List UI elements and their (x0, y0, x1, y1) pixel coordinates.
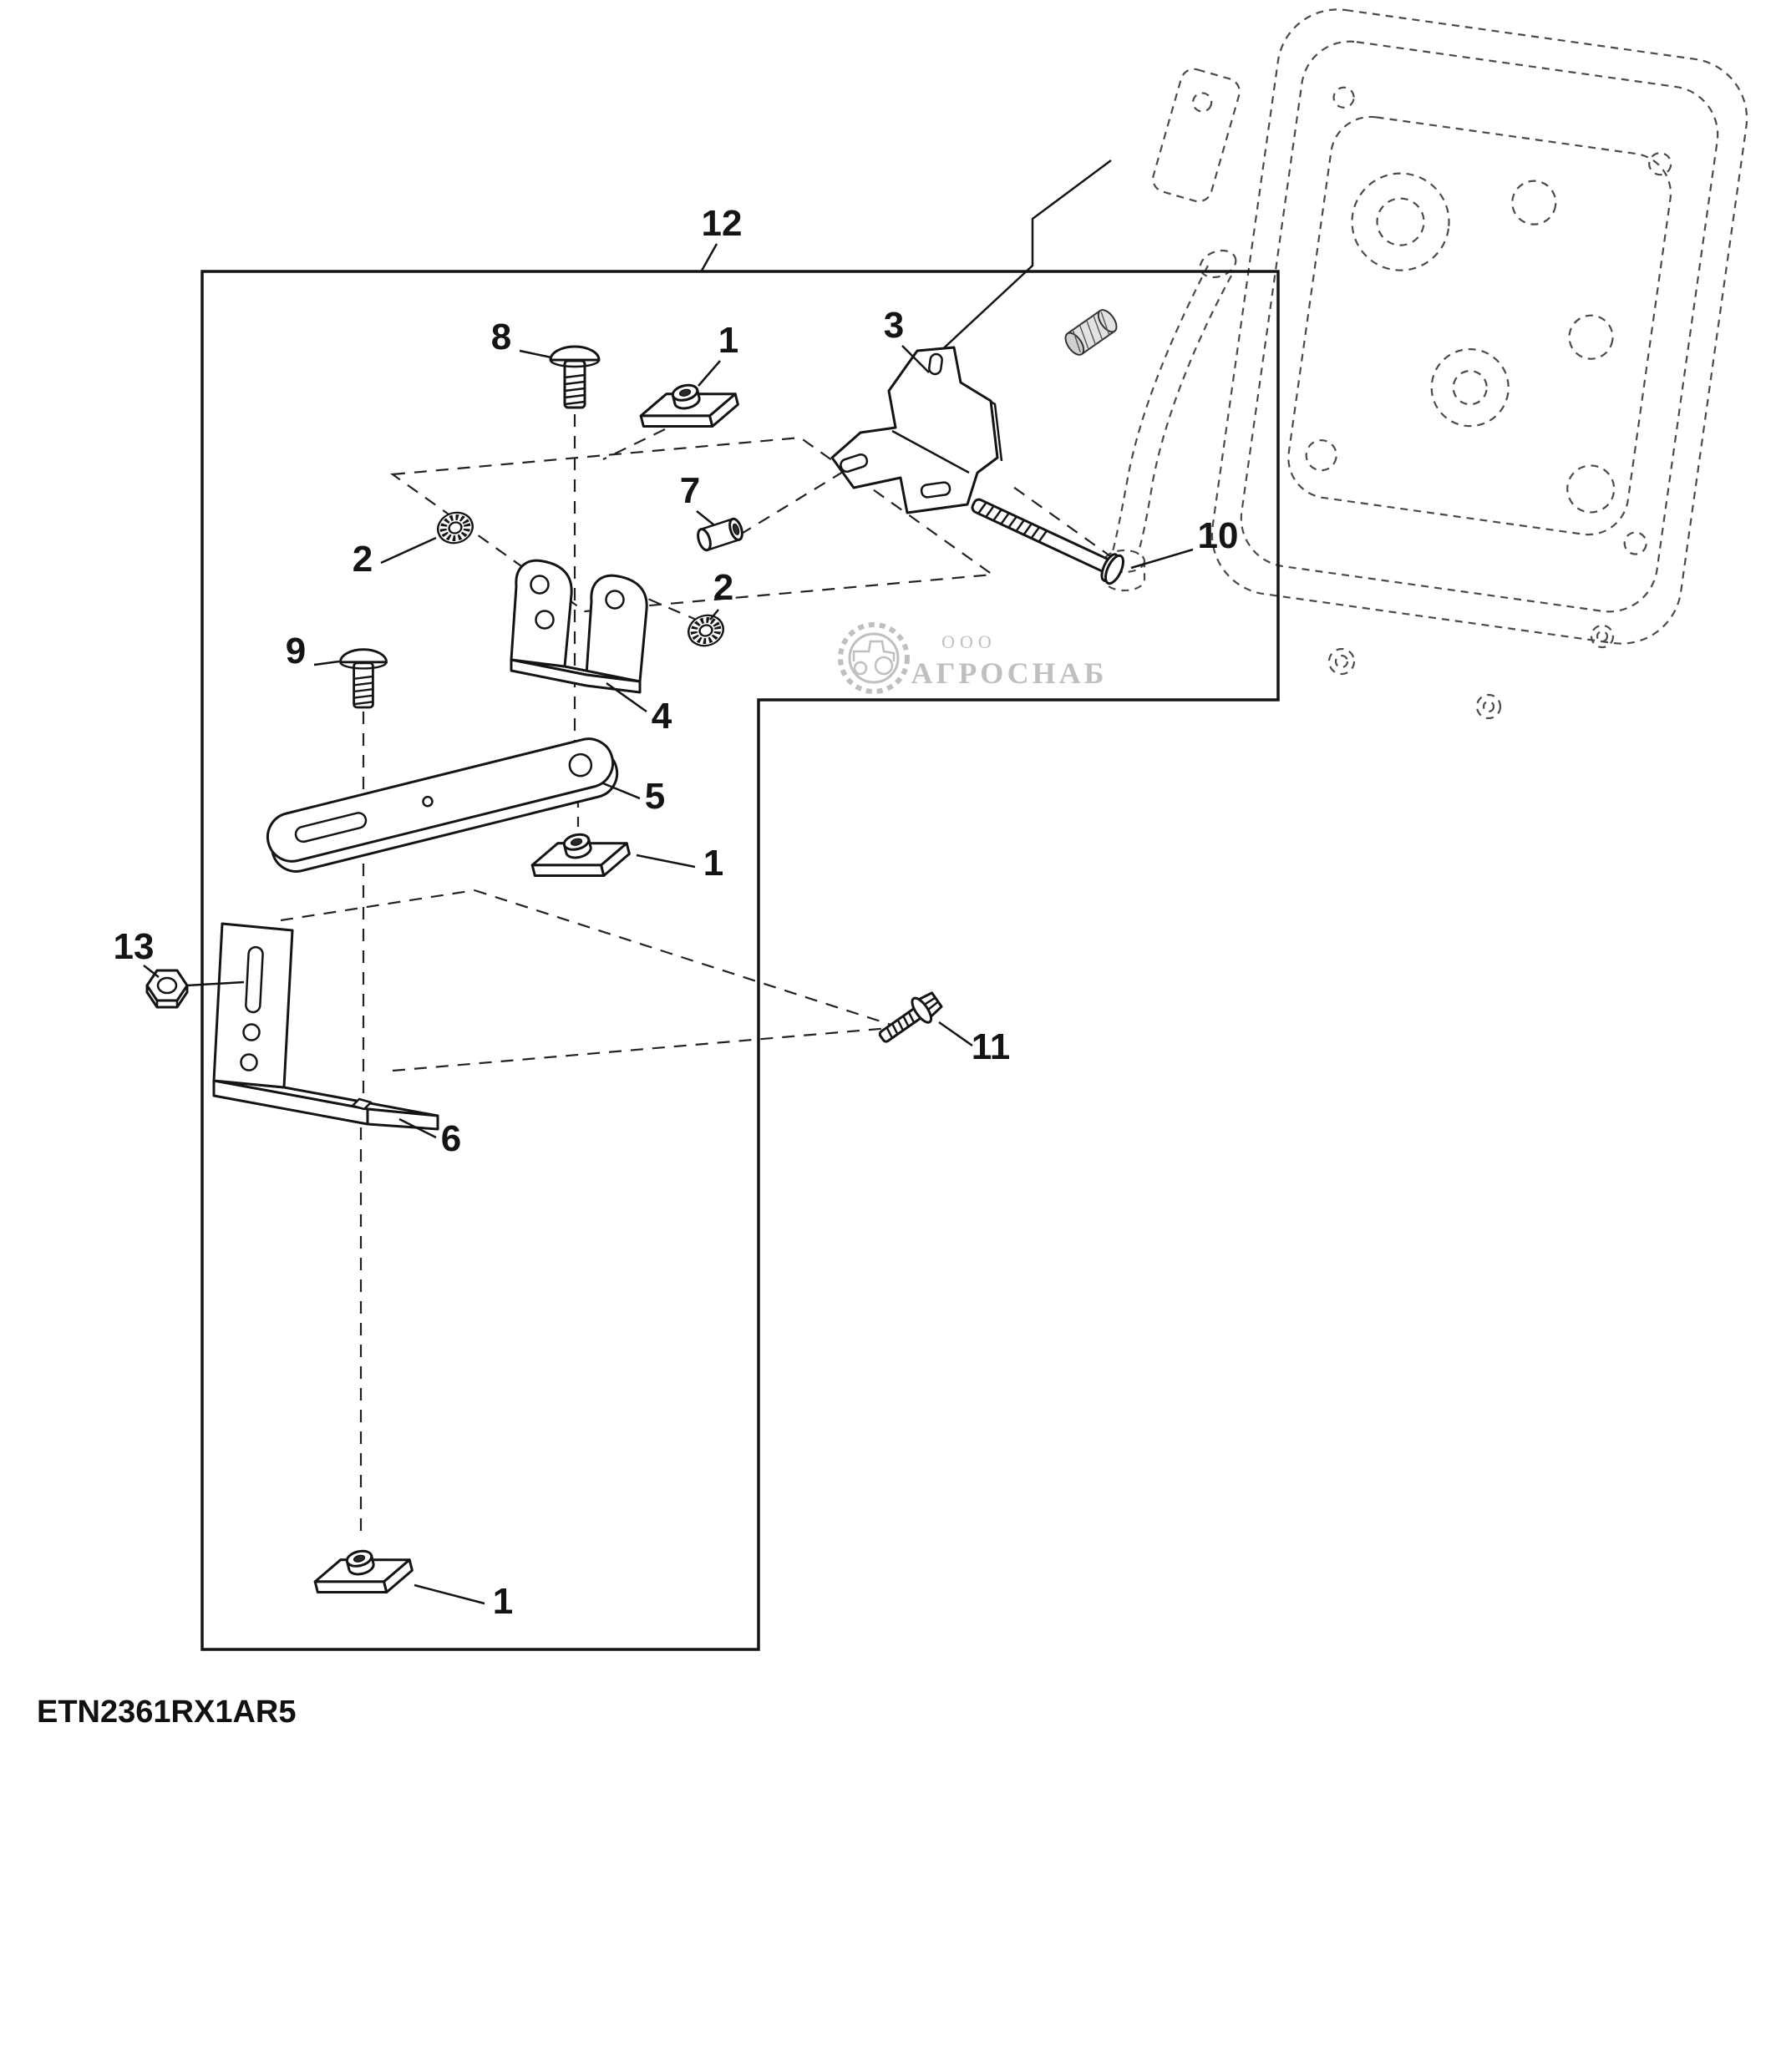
part-4-clevis-bracket (510, 559, 648, 694)
callout-1-top: 1 (718, 320, 738, 361)
watermark-tractor-icon (852, 640, 896, 676)
ghost-lever (1103, 249, 1237, 592)
callout-2-right: 2 (713, 567, 733, 608)
part-1-clip-middle (526, 822, 635, 894)
nut-to-slot-line (186, 980, 245, 987)
callout-12: 12 (702, 203, 743, 244)
part-6-angle-bracket (212, 922, 439, 1131)
part-7-spacer (697, 517, 743, 552)
ghost-hatched-cylinder (1064, 309, 1118, 356)
part-1-clip-top (635, 372, 743, 444)
callout-11: 11 (972, 1026, 1011, 1067)
boundary-box (200, 270, 1280, 1651)
watermark-org-prefix: ООО (941, 631, 997, 652)
callout-leaders (143, 243, 1194, 1605)
callout-1-bottom: 1 (493, 1581, 513, 1622)
part-10-bolt (971, 498, 1125, 585)
ghost-mount-tab (1152, 68, 1241, 203)
part-3-bracket (830, 346, 1003, 514)
ghost-assembly (936, 8, 1748, 720)
ghost-fasteners (1327, 624, 1615, 720)
part-5-link-plate (266, 737, 619, 873)
part-11-bolt (878, 991, 943, 1043)
callout-4: 4 (652, 696, 672, 737)
callout-5: 5 (645, 776, 665, 817)
callout-8: 8 (491, 317, 511, 357)
callout-13: 13 (114, 926, 155, 967)
callout-7: 7 (680, 470, 700, 511)
part-8-bolt (549, 345, 601, 409)
callout-2-left: 2 (353, 539, 373, 580)
callout-3: 3 (884, 305, 904, 346)
callout-6: 6 (441, 1118, 461, 1159)
watermark-org-name: АГРОСНАБ (911, 656, 1108, 690)
callout-10: 10 (1198, 515, 1239, 556)
part-9-bolt (339, 648, 388, 709)
part-2-washer-left (434, 509, 477, 548)
watermark: ООО АГРОСНАБ (838, 622, 1108, 694)
callout-9: 9 (286, 631, 306, 671)
part-1-clip-bottom (309, 1538, 418, 1610)
callout-1-middle: 1 (703, 843, 723, 884)
assembly-axes (280, 414, 996, 1533)
ghost-connector-line (936, 159, 1112, 355)
drawing-code: ETN2361RX1AR5 (37, 1695, 296, 1730)
